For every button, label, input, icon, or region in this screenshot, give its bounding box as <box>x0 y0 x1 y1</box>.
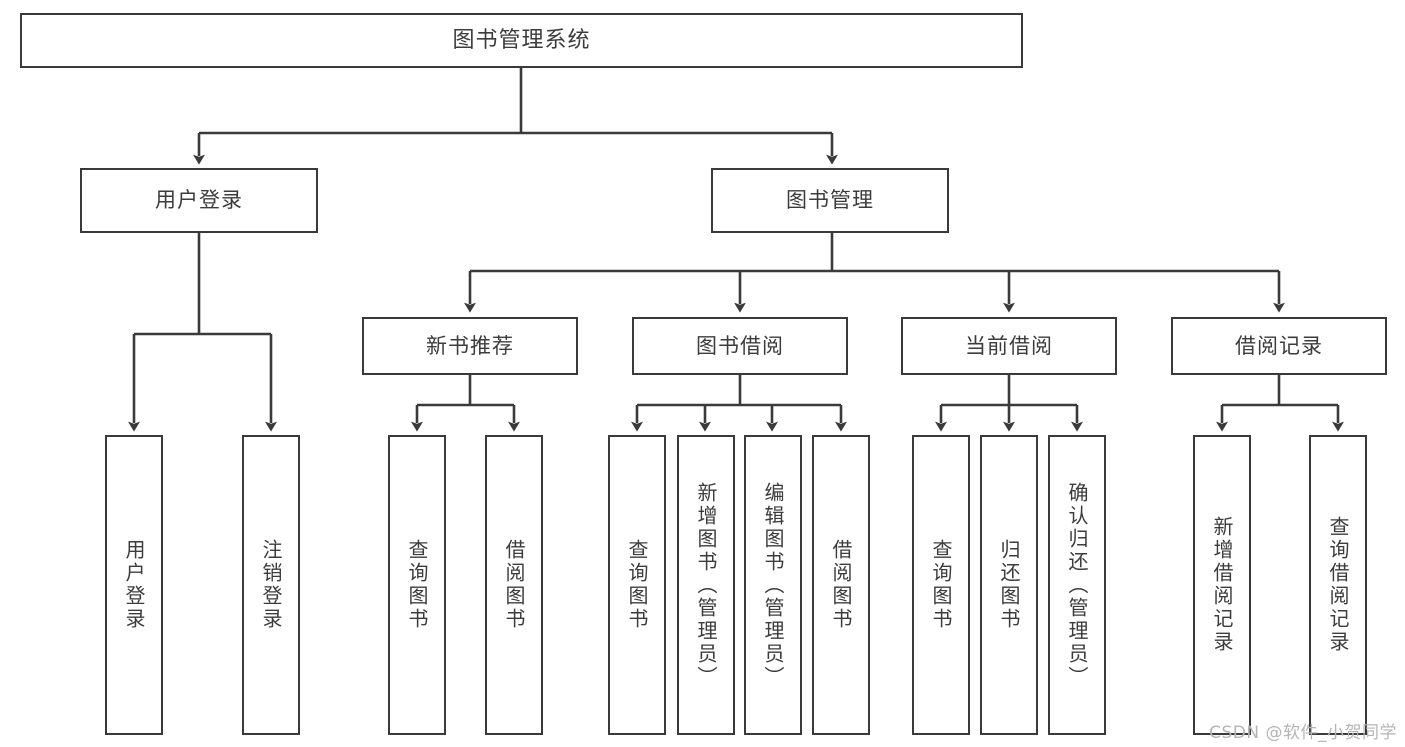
node-label-user-login: 用户登录 <box>155 188 243 213</box>
node-label-borrow-record: 借阅记录 <box>1235 333 1323 358</box>
node-leaf-query-book-1[interactable]: 查询图书 <box>388 435 446 735</box>
node-leaf-query-record[interactable]: 查询借阅记录 <box>1309 435 1367 735</box>
node-book-borrow[interactable]: 图书借阅 <box>632 317 848 375</box>
node-label-leaf-borrow-book-2: 借阅图书 <box>829 539 853 631</box>
node-leaf-query-book-2[interactable]: 查询图书 <box>608 435 666 735</box>
node-leaf-borrow-book-1[interactable]: 借阅图书 <box>485 435 543 735</box>
node-borrow-record[interactable]: 借阅记录 <box>1171 317 1387 375</box>
node-leaf-user-login[interactable]: 用户登录 <box>105 435 163 735</box>
node-leaf-logout-login[interactable]: 注销登录 <box>242 435 300 735</box>
node-leaf-return-book[interactable]: 归还图书 <box>980 435 1038 735</box>
node-leaf-query-book-3[interactable]: 查询图书 <box>912 435 970 735</box>
node-label-leaf-query-book-1: 查询图书 <box>405 539 429 631</box>
node-label-leaf-add-book: 新增图书（管理员） <box>694 481 718 689</box>
node-label-leaf-logout-login: 注销登录 <box>259 539 283 631</box>
node-label-leaf-add-record: 新增借阅记录 <box>1210 516 1234 654</box>
node-label-leaf-user-login: 用户登录 <box>122 539 146 631</box>
node-label-leaf-confirm-return: 确认归还（管理员） <box>1065 481 1089 689</box>
node-label-book-borrow: 图书借阅 <box>696 333 784 358</box>
node-label-leaf-borrow-book-1: 借阅图书 <box>502 539 526 631</box>
node-leaf-add-record[interactable]: 新增借阅记录 <box>1193 435 1251 735</box>
node-label-current-borrow: 当前借阅 <box>965 333 1053 358</box>
node-label-leaf-query-book-3: 查询图书 <box>929 539 953 631</box>
node-leaf-edit-book[interactable]: 编辑图书（管理员） <box>744 435 802 735</box>
node-label-leaf-query-book-2: 查询图书 <box>625 539 649 631</box>
node-leaf-confirm-return[interactable]: 确认归还（管理员） <box>1048 435 1106 735</box>
node-label-book-manage: 图书管理 <box>786 188 874 213</box>
node-root-system[interactable]: 图书管理系统 <box>20 13 1023 68</box>
node-label-root: 图书管理系统 <box>452 27 591 53</box>
node-new-book-recommend[interactable]: 新书推荐 <box>362 317 578 375</box>
node-current-borrow[interactable]: 当前借阅 <box>901 317 1117 375</box>
node-book-manage[interactable]: 图书管理 <box>711 168 949 233</box>
node-label-new-book-recommend: 新书推荐 <box>426 333 514 358</box>
node-label-leaf-query-record: 查询借阅记录 <box>1326 516 1350 654</box>
node-label-leaf-return-book: 归还图书 <box>997 539 1021 631</box>
node-leaf-add-book[interactable]: 新增图书（管理员） <box>677 435 735 735</box>
node-user-login[interactable]: 用户登录 <box>80 168 318 233</box>
node-label-leaf-edit-book: 编辑图书（管理员） <box>761 481 785 689</box>
node-leaf-borrow-book-2[interactable]: 借阅图书 <box>812 435 870 735</box>
